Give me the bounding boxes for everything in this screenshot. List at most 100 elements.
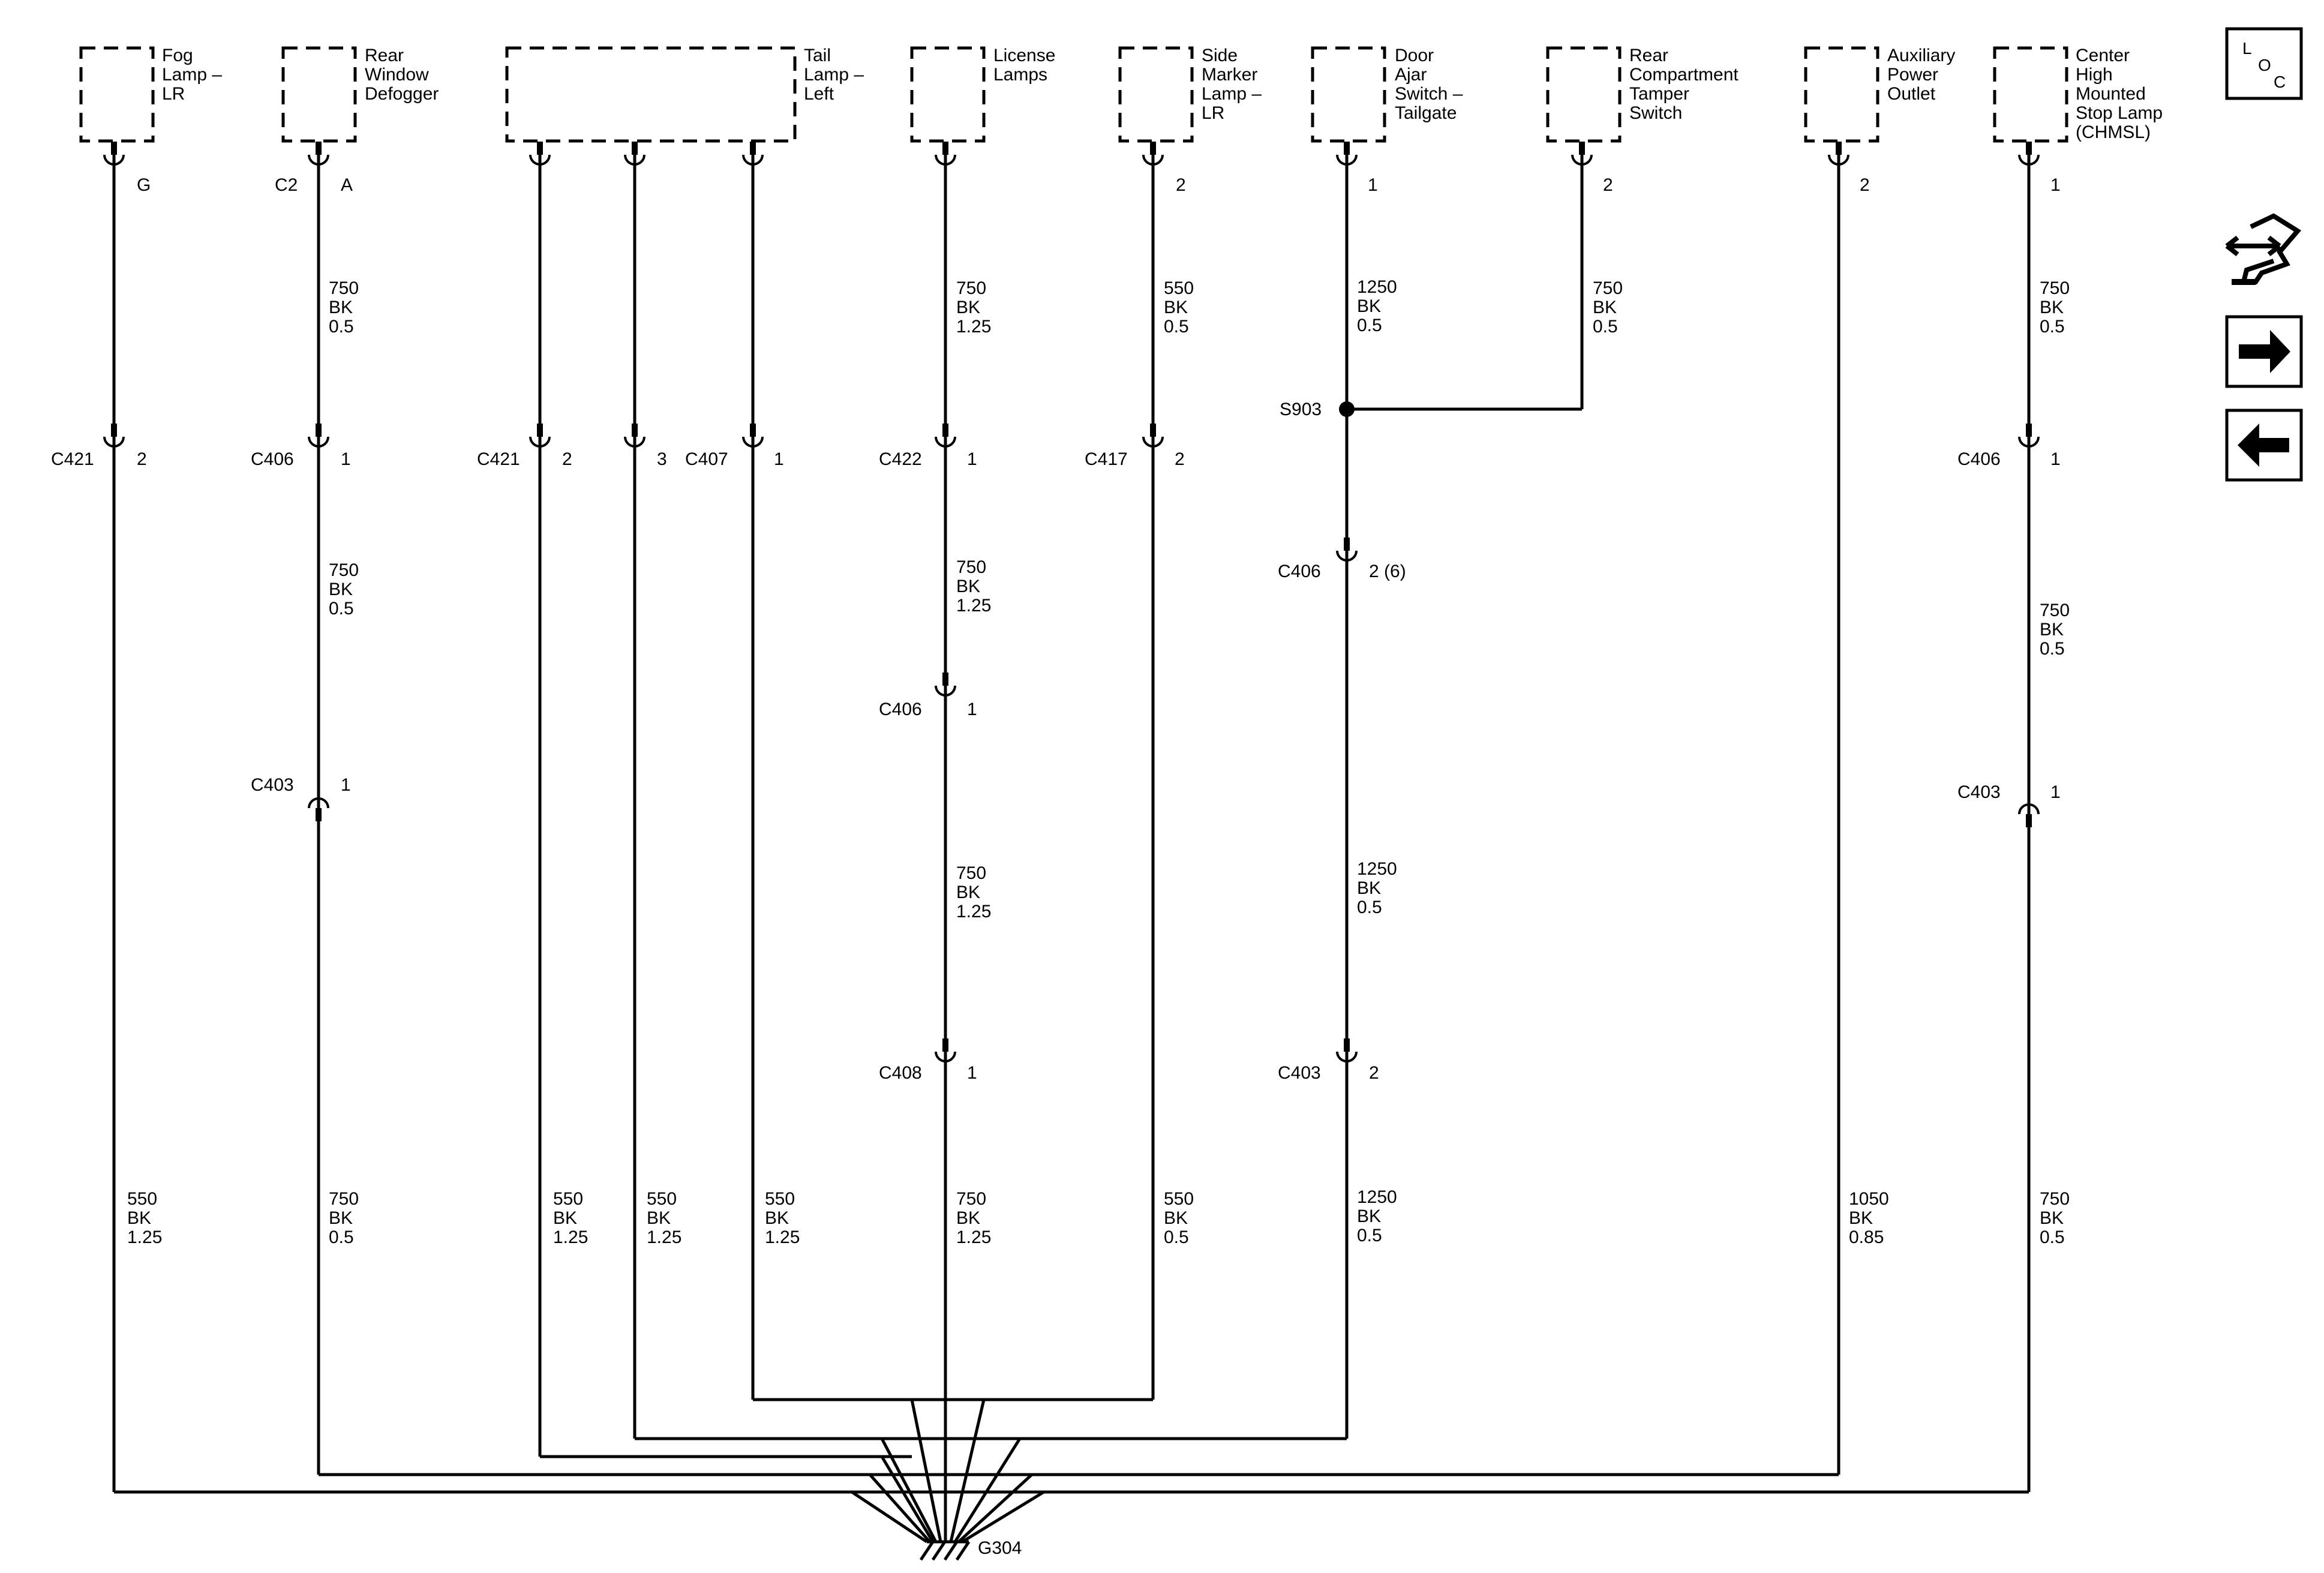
svg-text:0.5: 0.5 <box>2040 317 2065 337</box>
svg-text:0.5: 0.5 <box>2040 1227 2065 1247</box>
svg-text:BK: BK <box>1164 1208 1188 1228</box>
svg-text:1.25: 1.25 <box>956 1227 991 1247</box>
component-rear-window-defogger: Rear Window Defogger <box>281 46 439 143</box>
svg-text:2: 2 <box>1369 1063 1379 1083</box>
svg-text:L: L <box>2242 39 2252 58</box>
svg-text:0.85: 0.85 <box>1849 1227 1884 1247</box>
connector-cavity-icon <box>1336 142 1358 166</box>
component-side-marker-lamp-lr: Side Marker Lamp – LR <box>1118 46 1262 143</box>
svg-text:1250: 1250 <box>1357 859 1397 879</box>
svg-text:2 (6): 2 (6) <box>1369 562 1406 581</box>
svg-text:2: 2 <box>137 449 147 469</box>
svg-text:Switch: Switch <box>1629 103 1682 123</box>
svg-text:1050: 1050 <box>1849 1189 1889 1209</box>
svg-text:1.25: 1.25 <box>127 1227 162 1247</box>
previous-page-arrow-icon[interactable] <box>2225 409 2303 482</box>
svg-text:1.25: 1.25 <box>647 1227 681 1247</box>
svg-text:1: 1 <box>774 449 784 469</box>
svg-text:C403: C403 <box>1278 1063 1321 1083</box>
svg-text:2: 2 <box>1175 449 1185 469</box>
connector-info-icon[interactable] <box>2225 213 2302 285</box>
svg-text:1.25: 1.25 <box>765 1227 800 1247</box>
svg-text:750: 750 <box>329 560 359 580</box>
connector-cavity-icon <box>935 142 956 166</box>
svg-text:Lamp –: Lamp – <box>804 65 864 85</box>
svg-text:1.25: 1.25 <box>956 317 991 337</box>
svg-text:750: 750 <box>2040 601 2070 620</box>
svg-text:C417: C417 <box>1085 449 1128 469</box>
svg-text:C421: C421 <box>477 449 520 469</box>
svg-text:750: 750 <box>956 1189 986 1209</box>
svg-text:BK: BK <box>956 298 980 317</box>
svg-text:Switch –: Switch – <box>1395 84 1463 104</box>
svg-text:(CHMSL): (CHMSL) <box>2076 122 2151 142</box>
next-page-arrow-icon[interactable] <box>2225 315 2303 388</box>
svg-text:550: 550 <box>1164 1189 1194 1209</box>
svg-text:Power: Power <box>1887 65 1938 85</box>
svg-text:G: G <box>137 175 151 195</box>
connector-cavity-icon <box>529 142 551 166</box>
component-door-ajar-switch-tailgate: Door Ajar Switch – Tailgate <box>1311 46 1463 143</box>
svg-text:O: O <box>2258 56 2271 74</box>
loc-button[interactable]: L O C <box>2225 27 2303 100</box>
svg-text:750: 750 <box>956 278 986 298</box>
svg-text:0.5: 0.5 <box>329 317 354 337</box>
connector-cavity-icon <box>103 142 125 166</box>
component-center-high-mounted-stop-lamp: Center High Mounted Stop Lamp (CHMSL) <box>1993 46 2163 143</box>
svg-text:0.5: 0.5 <box>329 599 354 619</box>
component-fog-lamp-lr: Fog Lamp – LR <box>79 46 222 143</box>
svg-text:BK: BK <box>329 580 353 599</box>
svg-text:C406: C406 <box>251 449 294 469</box>
svg-text:3: 3 <box>657 449 667 469</box>
svg-text:1: 1 <box>2050 782 2061 802</box>
svg-text:2: 2 <box>562 449 572 469</box>
connector-component-pins: G C2 A 2 1 2 2 1 <box>137 175 2061 195</box>
svg-text:License: License <box>993 46 1055 65</box>
svg-text:0.5: 0.5 <box>1357 1226 1382 1245</box>
svg-text:750: 750 <box>956 557 986 577</box>
svg-text:C406: C406 <box>1278 562 1321 581</box>
connector-cavity-icon <box>742 142 764 166</box>
svg-text:BK: BK <box>1357 878 1381 898</box>
connector-cavity-icon <box>2018 424 2040 448</box>
svg-text:0.5: 0.5 <box>2040 639 2065 659</box>
connector-cavity-icon <box>1828 142 1849 166</box>
component-rear-compartment-tamper-switch: Rear Compartment Tamper Switch <box>1546 46 1739 143</box>
svg-text:550: 550 <box>1164 278 1194 298</box>
svg-text:550: 550 <box>647 1189 677 1209</box>
svg-text:Auxiliary: Auxiliary <box>1887 46 1955 65</box>
connector-cavity-icon <box>1142 142 1164 166</box>
svg-text:C403: C403 <box>251 775 294 795</box>
svg-text:0.5: 0.5 <box>1593 317 1618 337</box>
svg-text:1: 1 <box>2050 449 2061 469</box>
svg-text:C: C <box>2274 73 2286 91</box>
connector-cavity-icon <box>935 424 956 448</box>
svg-text:Fog: Fog <box>162 46 193 65</box>
component-tail-lamp-left: Tail Lamp – Left <box>505 46 864 143</box>
svg-text:750: 750 <box>329 278 359 298</box>
svg-text:0.5: 0.5 <box>1357 897 1382 917</box>
svg-text:Defogger: Defogger <box>365 84 439 104</box>
splice-s903: S903 <box>1280 400 1355 419</box>
svg-text:1: 1 <box>2050 175 2061 195</box>
svg-text:BK: BK <box>2040 620 2064 640</box>
svg-text:BK: BK <box>647 1208 671 1228</box>
svg-text:750: 750 <box>956 863 986 883</box>
svg-text:0.5: 0.5 <box>1357 316 1382 335</box>
svg-text:1.25: 1.25 <box>956 902 991 921</box>
svg-text:Tail: Tail <box>804 46 831 65</box>
svg-text:BK: BK <box>329 1208 353 1228</box>
